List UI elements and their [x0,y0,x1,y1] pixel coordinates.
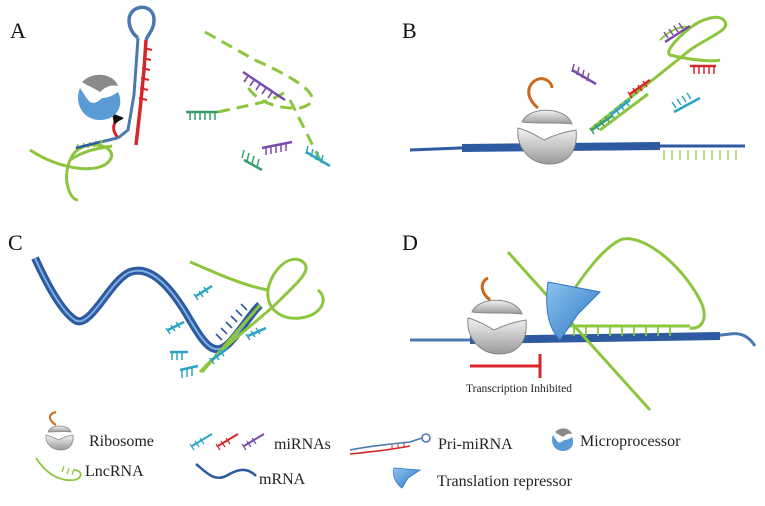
panel-letter-a: A [10,18,26,43]
mirna-purple-bound-b [663,22,691,44]
panel-letter-d: D [402,230,418,255]
mirna-green-bound-b [589,114,613,135]
legend: Ribosome LncRNA miRNAs mRNA Pri-miRNA [35,411,681,490]
mirna-purple-bound-a [242,70,286,102]
mrna-tail-b [663,150,737,160]
mirna-teal-c5 [245,326,267,341]
lncrna-c [189,257,325,374]
panel-letter-c: C [8,230,23,255]
ribosome-d [467,276,527,355]
legend-mrna-label: mRNA [259,471,306,488]
inhibition-symbol-d [470,354,542,378]
legend-microprocessor-label: Microprocessor [580,433,681,450]
legend-ribosome-icon [45,411,74,451]
mirna-teal-c4 [209,347,229,365]
translation-repressor-d [546,281,602,341]
mirna-purple-a [261,140,293,155]
cleavage-arrowhead-icon [112,113,124,124]
panel-b: B [402,15,745,165]
mirna-purple-free-b [571,63,597,86]
legend-lncrna-icon [35,457,82,482]
mirna-red-bound-b2 [627,78,651,99]
mirna-teal-free-b [671,92,701,114]
legend-lncrna-label: LncRNA [85,463,144,480]
microprocessor-icon [78,74,121,120]
mirna-teal-c3 [170,350,188,360]
mirna-teal-a [305,145,331,168]
pri-mirna-hairpin [99,5,156,146]
panel-c: C [8,230,325,378]
legend-translation-repressor-icon [393,467,422,489]
legend-microprocessor-icon [552,428,574,451]
legend-ribosome-label: Ribosome [89,433,154,450]
legend-mirnas-label: miRNAs [274,436,331,453]
mirna-red-bound-b [690,64,716,74]
mirna-teal-bound-b [609,99,631,119]
mirna-green-a [186,110,218,120]
legend-pri-mirna-icon [349,433,431,455]
legend-pri-mirna-label: Pri-miRNA [438,436,513,453]
mirna-teal-c1 [193,284,213,301]
dashed-lncrna-a [204,30,322,161]
transcription-inhibited-label: Transcription Inhibited [466,383,572,395]
panel-d: D Transcription Inhibited [402,230,757,412]
panel-a: A [10,5,331,202]
mrna-highlight-c [34,257,261,351]
mirna-teal-c6 [179,364,199,378]
base-pairing-c [215,303,248,341]
panel-letter-b: B [402,18,417,43]
legend-mirnas-icon [189,433,265,451]
lncrna-loop-a [29,139,114,202]
ribosome-b [517,77,577,165]
mirna-teal-c2 [165,320,185,335]
legend-mrna-icon [195,463,257,480]
mirna-green-a2 [241,149,263,172]
legend-translation-repressor-label: Translation repressor [437,473,573,490]
